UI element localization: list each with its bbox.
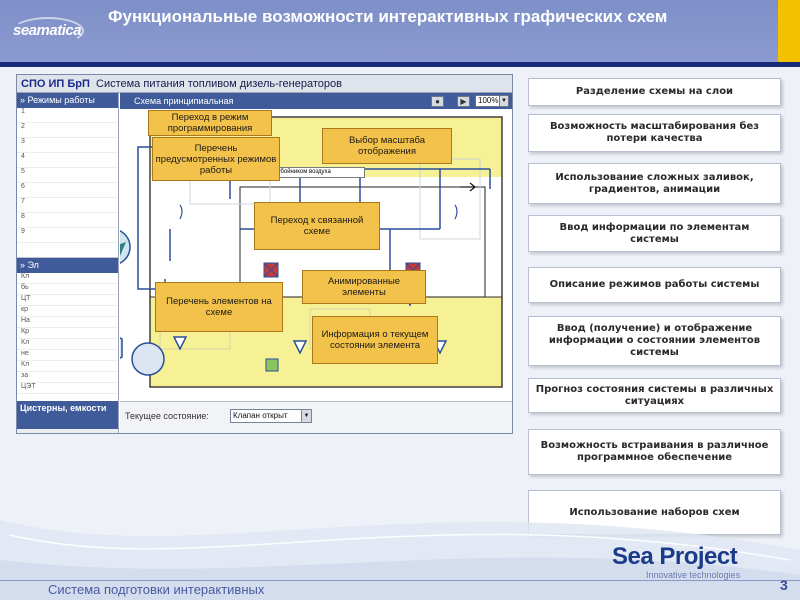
feature-item: Возможность масштабирования без потери к… bbox=[528, 114, 781, 152]
list-item[interactable]: 8 bbox=[17, 213, 118, 228]
list-item[interactable]: Кл bbox=[17, 361, 118, 372]
feature-item: Использование сложных заливок, градиенто… bbox=[528, 163, 781, 204]
seamatica-logo: seamatica bbox=[8, 14, 88, 48]
slide-header: seamatica Функциональные возможности инт… bbox=[0, 0, 800, 62]
diagram-toolbar: Схема принципиальная ● ▶ 100% ▼ bbox=[120, 93, 512, 109]
play-button[interactable]: ▶ bbox=[457, 96, 470, 107]
feature-item: Ввод информации по элементам системы bbox=[528, 215, 781, 252]
list-item[interactable]: 9 bbox=[17, 228, 118, 243]
feature-item: Описание режимов работы системы bbox=[528, 267, 781, 303]
status-bar: Текущее состояние: Клапан открыт ▼ bbox=[120, 401, 512, 433]
slide-title: Функциональные возможности интерактивных… bbox=[108, 7, 668, 26]
footer-divider bbox=[0, 580, 800, 581]
list-item[interactable]: Кл bbox=[17, 339, 118, 350]
callout-animated: Анимированные элементы bbox=[302, 270, 426, 304]
callout-linked-scheme: Переход к связанной схеме bbox=[254, 202, 380, 250]
list-item[interactable]: ЦЭТ bbox=[17, 383, 118, 394]
header-accent-bar bbox=[778, 0, 800, 62]
list-item[interactable]: за bbox=[17, 372, 118, 383]
list-item[interactable]: 3 bbox=[17, 138, 118, 153]
sea-project-tagline: Innovative technologies bbox=[646, 570, 741, 580]
list-item[interactable]: не bbox=[17, 350, 118, 361]
callout-state-info: Информация о текущем состоянии элемента bbox=[312, 316, 438, 364]
feature-item: Ввод (получение) и отображение информаци… bbox=[528, 316, 781, 366]
chevron-down-icon: ▼ bbox=[499, 96, 508, 106]
list-item[interactable]: На bbox=[17, 317, 118, 328]
feature-item: Возможность встраивания в различное прог… bbox=[528, 429, 781, 475]
chevron-down-icon: ▼ bbox=[301, 410, 311, 422]
list-item[interactable]: Кл bbox=[17, 273, 118, 284]
list-item[interactable]: 4 bbox=[17, 153, 118, 168]
record-button[interactable]: ● bbox=[431, 96, 444, 107]
app-title-prefix: СПО ИП БрП bbox=[21, 78, 90, 90]
callout-modes-list: Перечень предусмотренных режимов работы bbox=[152, 137, 280, 181]
app-screenshot: СПО ИП БрП Система питания топливом дизе… bbox=[16, 74, 513, 434]
diagram-label: Отбойником воздуха bbox=[270, 167, 365, 178]
list-item[interactable]: ЦТ bbox=[17, 295, 118, 306]
list-item[interactable]: 6 bbox=[17, 183, 118, 198]
list-item[interactable]: бь bbox=[17, 284, 118, 295]
page-number: 3 bbox=[780, 577, 788, 593]
list-item[interactable]: 2 bbox=[17, 123, 118, 138]
sea-project-logo: Sea Project bbox=[612, 543, 738, 570]
zoom-select[interactable]: 100% ▼ bbox=[475, 95, 509, 107]
modes-panel-header[interactable]: » Режимы работы bbox=[17, 93, 118, 108]
list-item[interactable]: 5 bbox=[17, 168, 118, 183]
elements-list: Кл бь ЦТ кр На Кр Кл не Кл за ЦЭТ bbox=[17, 273, 118, 401]
tanks-panel-header[interactable]: Цистерны, емкости bbox=[17, 401, 118, 429]
status-select[interactable]: Клапан открыт ▼ bbox=[230, 409, 312, 423]
header-divider bbox=[0, 62, 800, 67]
feature-item: Прогноз состояния системы в различных си… bbox=[528, 378, 781, 413]
list-item[interactable]: кр bbox=[17, 306, 118, 317]
app-title-bar: СПО ИП БрП Система питания топливом дизе… bbox=[17, 75, 512, 93]
logo-swoosh-icon bbox=[12, 17, 84, 45]
modes-list: 1 2 3 4 5 6 7 8 9 bbox=[17, 108, 118, 258]
toolbar-title: Схема принципиальная bbox=[134, 96, 234, 106]
left-panel: » Режимы работы 1 2 3 4 5 6 7 8 9 » Эл К… bbox=[17, 93, 119, 433]
callout-program-mode: Переход в режим программирования bbox=[148, 110, 272, 136]
status-label: Текущее состояние: bbox=[125, 411, 209, 421]
logo-text: seamatica bbox=[13, 22, 82, 39]
footer-caption: Система подготовки интерактивных bbox=[48, 582, 265, 597]
callout-scale: Выбор масштаба отображения bbox=[322, 128, 452, 164]
list-item[interactable]: Кр bbox=[17, 328, 118, 339]
callout-elements-list: Перечень элементов на схеме bbox=[155, 282, 283, 332]
elements-panel-header[interactable]: » Эл bbox=[17, 258, 118, 273]
app-title-text: Система питания топливом дизель-генерато… bbox=[96, 78, 342, 90]
list-item[interactable]: 7 bbox=[17, 198, 118, 213]
feature-item: Разделение схемы на слои bbox=[528, 78, 781, 106]
list-item[interactable]: 1 bbox=[17, 108, 118, 123]
